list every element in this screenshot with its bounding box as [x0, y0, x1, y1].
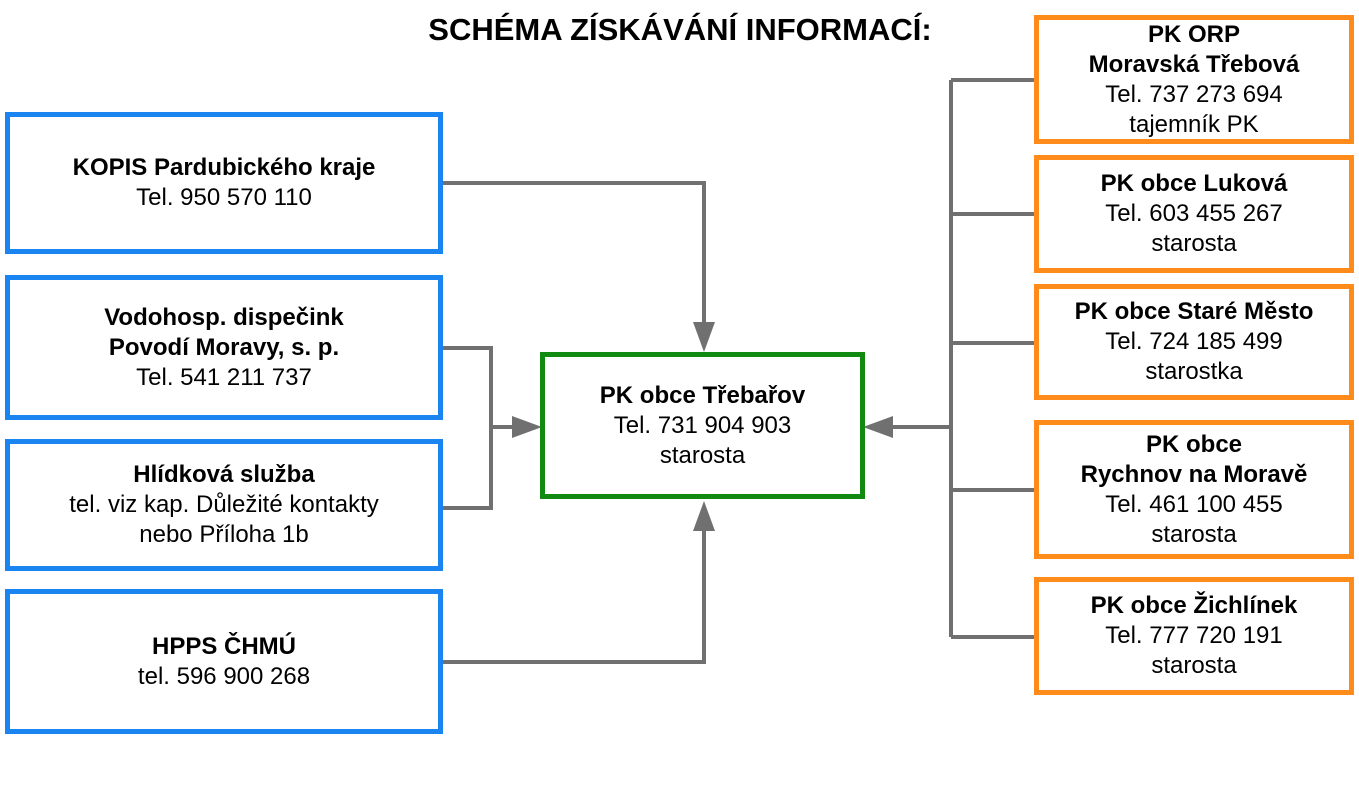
source-name: Hlídková služba: [133, 461, 315, 488]
connector-kopis: [443, 181, 706, 330]
center-phone: Tel. 731 904 903: [613, 411, 792, 439]
source-phone: tel. 596 900 268: [137, 662, 311, 690]
diagram-title: SCHÉMA ZÍSKÁVÁNÍ INFORMACÍ:: [428, 12, 932, 47]
target-role: tajemník PK: [1129, 110, 1259, 138]
arrowhead-kopis: [693, 322, 715, 352]
source-name: KOPIS Pardubického kraje: [72, 154, 376, 181]
source-phone: Tel. 950 570 110: [136, 184, 312, 211]
target-box-orp: PK ORP Moravská Třebová Tel. 737 273 694…: [1034, 15, 1354, 144]
connector-hpps: [443, 525, 706, 664]
center-name: PK obce Třebařov: [599, 381, 806, 409]
source-phone: tel. viz kap. Důležité kontakty: [69, 491, 379, 518]
target-box-stare-mesto: PK obce Staré Město Tel. 724 185 499 sta…: [1034, 284, 1354, 400]
target-name: PK obce Luková: [1100, 170, 1288, 197]
target-box-zichlinek: PK obce Žichlínek Tel. 777 720 191 staro…: [1034, 577, 1354, 695]
source-box-hpps: HPPS ČHMÚ tel. 596 900 268: [5, 589, 443, 734]
arrowhead-right: [863, 416, 893, 438]
target-box-lukova: PK obce Luková Tel. 603 455 267 starosta: [1034, 155, 1354, 273]
source-extra: nebo Příloha 1b: [139, 521, 309, 548]
target-role: starostka: [1145, 358, 1243, 385]
arrowhead-left: [512, 416, 542, 438]
target-role: starosta: [1151, 520, 1237, 548]
center-box-trebarov: PK obce Třebařov Tel. 731 904 903 staros…: [540, 352, 865, 499]
target-name: PK obce Žichlínek: [1090, 592, 1298, 619]
target-role: starosta: [1151, 230, 1237, 257]
source-name: HPPS ČHMÚ: [151, 632, 296, 660]
target-name: PK ORP: [1147, 20, 1240, 48]
source-name-line2: Povodí Moravy, s. p.: [108, 333, 340, 361]
center-role: starosta: [659, 441, 746, 469]
source-box-hlidkova: Hlídková služba tel. viz kap. Důležité k…: [5, 439, 443, 571]
target-role: starosta: [1151, 652, 1237, 679]
target-phone: Tel. 461 100 455: [1105, 490, 1283, 518]
source-box-vodohosp: Vodohosp. dispečink Povodí Moravy, s. p.…: [5, 275, 443, 420]
target-phone: Tel. 737 273 694: [1105, 80, 1283, 108]
target-phone: Tel. 777 720 191: [1105, 622, 1283, 649]
source-name: Vodohosp. dispečink: [104, 303, 344, 331]
arrowhead-hpps: [693, 501, 715, 531]
target-phone: Tel. 724 185 499: [1105, 328, 1283, 355]
target-name-line2: Rychnov na Moravě: [1080, 460, 1308, 488]
target-name: PK obce: [1145, 430, 1243, 458]
connector-vodohosp: [443, 346, 493, 510]
source-box-kopis: KOPIS Pardubického kraje Tel. 950 570 11…: [5, 112, 443, 254]
target-phone: Tel. 603 455 267: [1105, 200, 1283, 227]
target-name-line2: Moravská Třebová: [1088, 50, 1300, 78]
source-phone: Tel. 541 211 737: [136, 363, 312, 391]
target-box-rychnov: PK obce Rychnov na Moravě Tel. 461 100 4…: [1034, 420, 1354, 559]
target-name: PK obce Staré Město: [1074, 298, 1314, 325]
